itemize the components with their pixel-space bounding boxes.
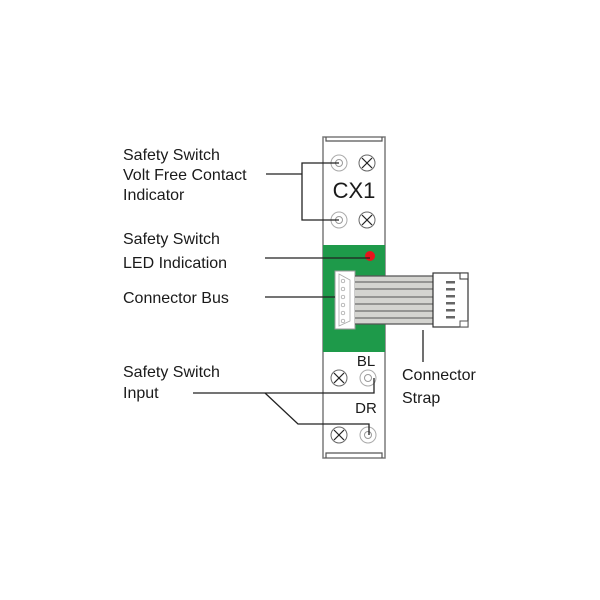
callout-text: Safety Switch (123, 147, 220, 164)
module-name: CX1 (333, 178, 376, 203)
callout-text: Indicator (123, 187, 185, 204)
callout-text: Safety Switch (123, 231, 220, 248)
module-bottom-notch (325, 452, 383, 458)
leader-switch-input (193, 378, 375, 435)
connector-bus-socket[interactable] (334, 270, 356, 330)
terminal-cross-top-right[interactable] (358, 154, 376, 172)
terminal-cross-bottom-left[interactable] (330, 426, 348, 444)
callout-text: Volt Free Contact (123, 167, 247, 184)
terminal-label-bl: BL (357, 353, 375, 370)
terminal-screw-lower-right[interactable] (359, 369, 377, 387)
terminal-cross-upper-right[interactable] (358, 211, 376, 229)
leader-volt-free-contact (266, 162, 339, 221)
callout-connector-strap: Connector Strap (402, 367, 476, 407)
callout-led-indication: Safety Switch LED Indication (123, 231, 227, 272)
connector-strap-plug[interactable] (432, 272, 469, 328)
callout-text: Connector Bus (123, 290, 229, 307)
callout-volt-free-contact: Safety Switch Volt Free Contact Indicato… (123, 147, 247, 204)
callout-connector-bus: Connector Bus (123, 290, 229, 307)
callout-switch-input: Safety Switch Input (123, 364, 220, 402)
led-indicator (365, 251, 375, 261)
callout-text: LED Indication (123, 255, 227, 272)
callout-text: Safety Switch (123, 364, 220, 381)
connector-strap-ribbon[interactable] (355, 275, 434, 325)
callout-text: Input (123, 385, 159, 402)
callout-text: Strap (402, 390, 440, 407)
terminal-label-dr: DR (355, 400, 377, 417)
terminal-screw-bottom-right[interactable] (359, 426, 377, 444)
callout-text: Connector (402, 367, 476, 384)
terminal-cross-lower-left[interactable] (330, 369, 348, 387)
module-top-notch (325, 137, 383, 142)
